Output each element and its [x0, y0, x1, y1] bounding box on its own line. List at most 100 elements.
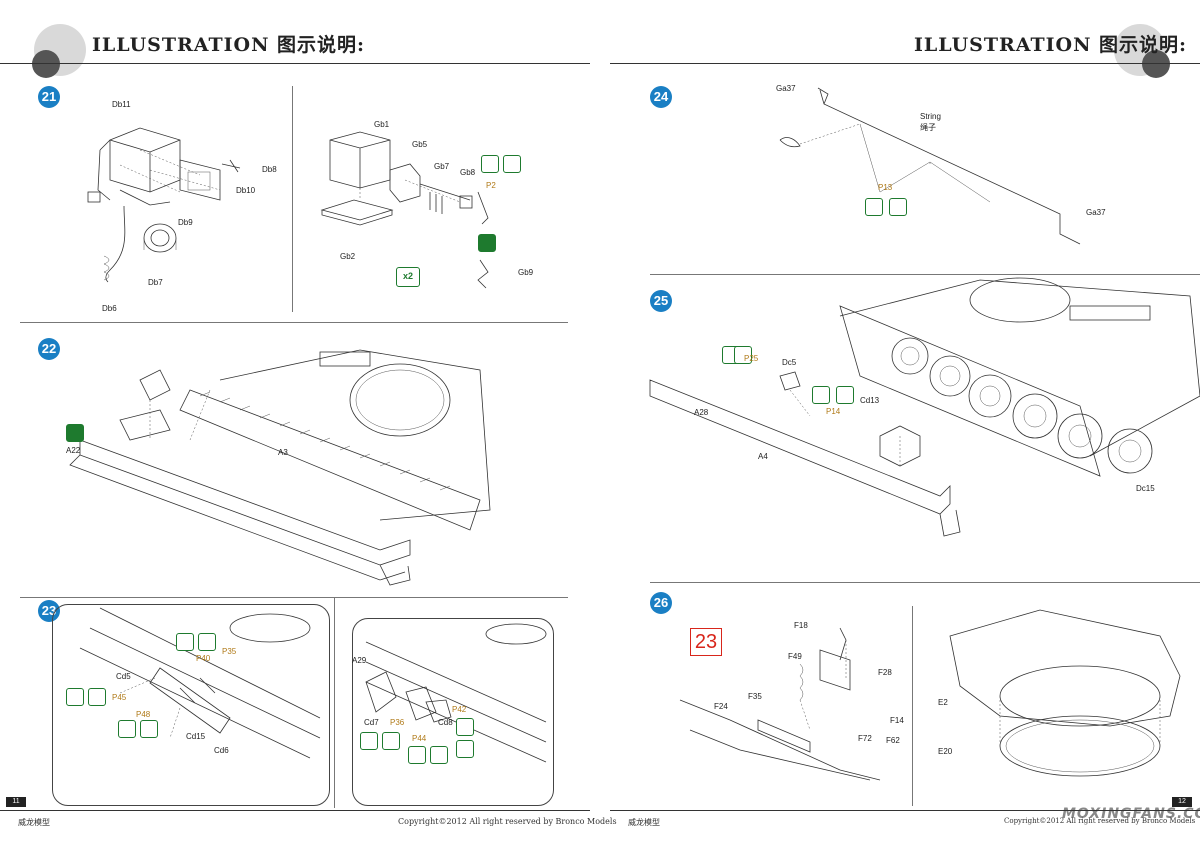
step22-illustration [69, 349, 491, 586]
step23-detail-left [52, 604, 330, 806]
part-label: Db10 [236, 186, 256, 195]
string-label-cn: 绳子 [920, 123, 936, 132]
paint-label: P2 [486, 181, 496, 190]
paint-label: P44 [412, 734, 427, 743]
paint-label: P48 [136, 710, 151, 719]
paint-icon [430, 746, 448, 764]
step-badge-26: 26 [650, 592, 672, 614]
paint-icon [836, 386, 854, 404]
footer-rule [610, 810, 1200, 811]
part-label: Db7 [148, 278, 163, 287]
part-label: F28 [878, 668, 892, 677]
part-label: Gb7 [434, 162, 450, 171]
step23-left-illustration [79, 607, 321, 759]
glue-icon [360, 732, 378, 750]
step-badge-21: 21 [38, 86, 60, 108]
paint-label: P40 [196, 654, 211, 663]
page-number-left: 11 [6, 797, 26, 807]
part-label: Db8 [262, 165, 277, 174]
step-divider [650, 274, 1200, 275]
part-label: A22 [66, 446, 81, 455]
copyright-text: Copyright©2012 All right reserved by Bro… [398, 817, 617, 826]
part-label: Ga37 [776, 84, 796, 93]
part-label: F62 [886, 736, 900, 745]
part-label: Db9 [178, 218, 193, 227]
part-label: Ga37 [1086, 208, 1106, 217]
step-badge-24: 24 [650, 86, 672, 108]
glue-icon [176, 633, 194, 651]
part-label: F14 [890, 716, 904, 725]
right-page: ILLUSTRATION 图示说明: 24 Ga37 Ga37 String 绳… [610, 0, 1200, 848]
paint-label: P36 [390, 718, 405, 727]
cut-icon [66, 424, 84, 442]
header-rule [0, 63, 590, 64]
step26-left-illustration [679, 627, 881, 781]
step-badge-25: 25 [650, 290, 672, 312]
paint-icon [88, 688, 106, 706]
part-label: Gb1 [374, 120, 390, 129]
part-label: A4 [758, 452, 768, 461]
part-label: F35 [748, 692, 762, 701]
paint-icon [734, 346, 752, 364]
step23-right-illustration [365, 623, 547, 763]
part-label: Db6 [102, 304, 117, 313]
reference-step-box: 23 [690, 628, 722, 656]
paint-icon [503, 155, 521, 173]
step-badge-22: 22 [38, 338, 60, 360]
header-circle-decoration [32, 24, 86, 78]
paint-icon [198, 633, 216, 651]
step26-right-illustration [949, 609, 1181, 777]
part-label: Cd7 [364, 718, 379, 727]
brand-label: 威龙模型 [18, 818, 50, 827]
glue-icon [118, 720, 136, 738]
page-title-right: ILLUSTRATION 图示说明: [914, 34, 1188, 56]
part-label: Cd5 [116, 672, 131, 681]
cut-icon [478, 234, 496, 252]
step23-detail-right [352, 618, 554, 806]
part-label: Gb9 [518, 268, 534, 277]
footer-rule [0, 810, 590, 811]
step-divider [650, 582, 1200, 583]
part-label: Cd8 [438, 718, 453, 727]
header-rule [610, 63, 1200, 64]
part-label: F24 [714, 702, 728, 711]
paint-icon [140, 720, 158, 738]
copyright-text: Copyright©2012 All right reserved by Bro… [1004, 817, 1196, 825]
brand-label: 威龙模型 [628, 818, 660, 827]
step21-left-illustration [87, 127, 241, 283]
string-label: String [920, 112, 941, 121]
part-label: Dc15 [1136, 484, 1155, 493]
part-label: Cd6 [214, 746, 229, 755]
step24-illustration [779, 87, 1081, 245]
part-label: A29 [352, 656, 367, 665]
part-label: Dc5 [782, 358, 797, 367]
part-label: Gb8 [460, 168, 476, 177]
paint-label: P42 [452, 705, 467, 714]
part-label: A3 [278, 448, 288, 457]
step-divider [20, 597, 568, 598]
part-label: E20 [938, 747, 953, 756]
part-label: E2 [938, 698, 948, 707]
glue-icon [865, 198, 883, 216]
paint-icon [889, 198, 907, 216]
paint-label: P25 [744, 354, 759, 363]
part-label: F18 [794, 621, 808, 630]
glue-icon [481, 155, 499, 173]
step-divider [334, 598, 335, 808]
part-label: Gb2 [340, 252, 356, 261]
step21-right-illustration [320, 131, 489, 289]
paint-icon [456, 740, 474, 758]
part-label: A28 [694, 408, 709, 417]
paint-label: P45 [112, 693, 127, 702]
glue-icon [66, 688, 84, 706]
step25-illustration [649, 277, 1200, 537]
paint-icon [382, 732, 400, 750]
part-label: Db11 [112, 100, 131, 109]
glue-icon [408, 746, 426, 764]
step-divider [912, 606, 913, 806]
paint-label: P35 [222, 647, 237, 656]
part-label: Cd15 [186, 732, 206, 741]
glue-icon [456, 718, 474, 736]
left-page: ILLUSTRATION 图示说明: 21 Db11 Db8 Db10 Db9 … [0, 0, 617, 848]
page-number-right: 12 [1172, 797, 1192, 807]
